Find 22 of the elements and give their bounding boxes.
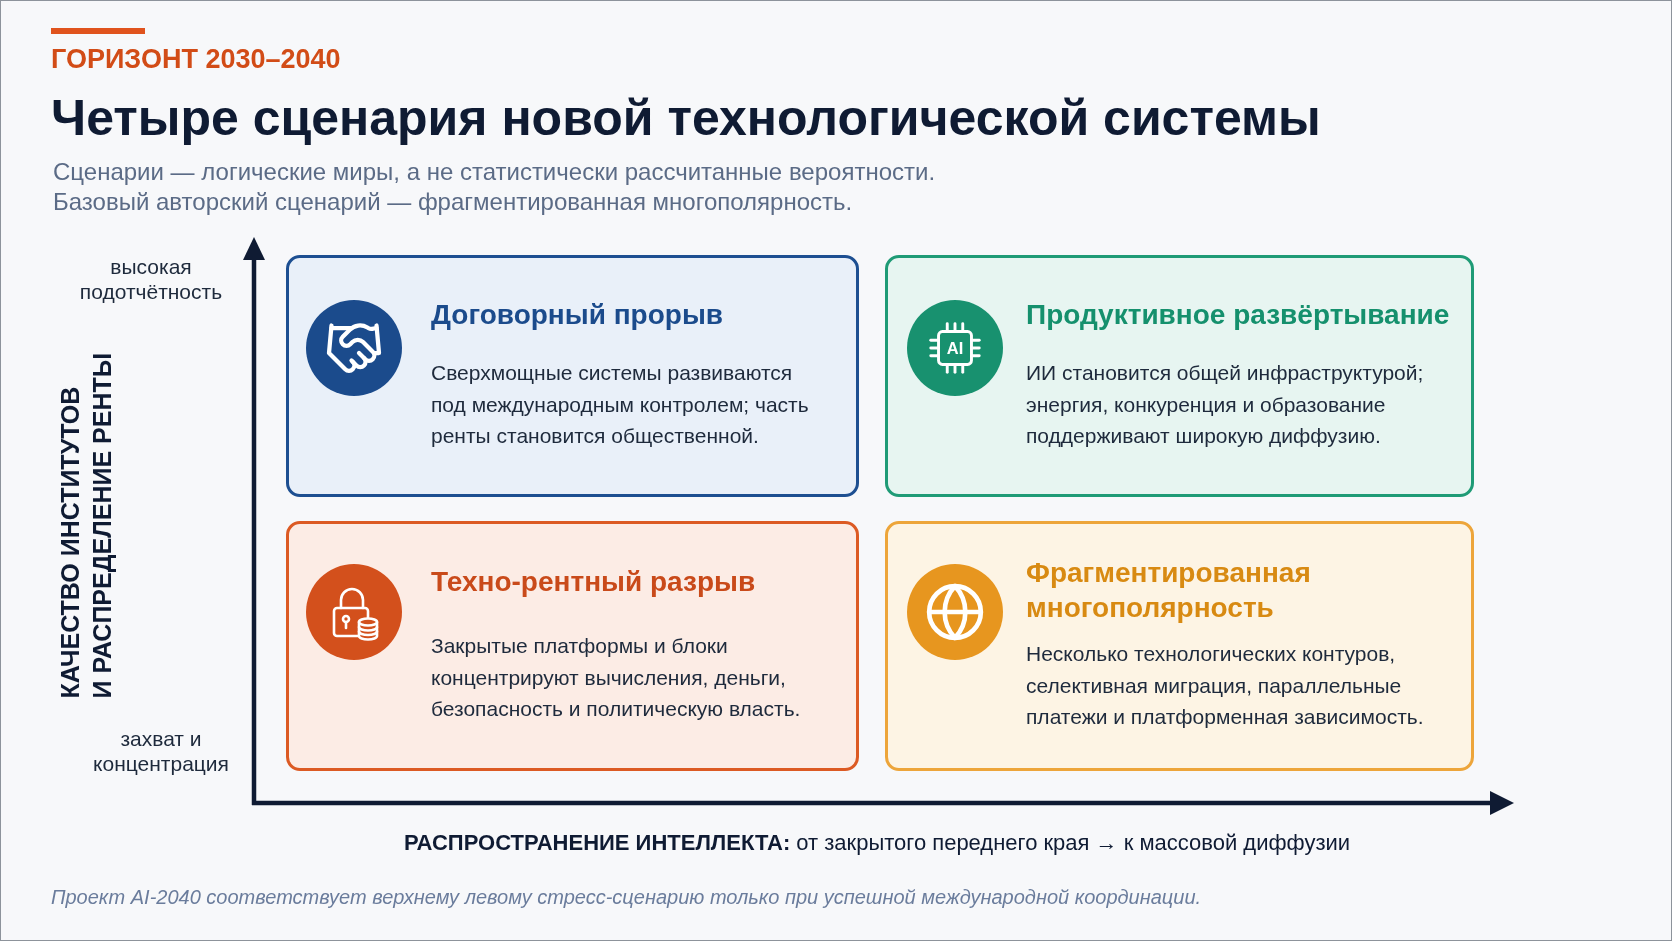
axis-end-label: захват и концентрация: [92, 726, 230, 776]
horizontal-axis-title: РАСПРОСТРАНЕНИЕ ИНТЕЛЛЕКТА: от закрытого переднего края → к массовой диффузии: [403, 829, 1351, 857]
scenario-description: ИИ становится общей инфраструктурой; энергия, конкуренция и образование поддерживают широкую диффузию.: [1026, 360, 1425, 449]
vertical-axis-title: КАЧЕСТВО ИНСТИТУТОВ И РАСПРЕДЕЛЕНИЕ РЕНТЫ: [54, 351, 117, 699]
footnote-text: Проект AI-2040 соответствует верхнему левому стресс-сценарию только при успешной международной координации.: [51, 885, 1202, 910]
axis-end-label: высокая подотчётность: [78, 254, 224, 304]
scenario-title: Фрагментированная многополярность: [1026, 556, 1312, 625]
scenario-card: [885, 255, 1474, 497]
scenario-title: Договорный прорыв: [431, 299, 724, 331]
scenario-description: Закрытые платформы и блоки концентрируют вычисления, деньги, безопасность и политическую власть.: [431, 633, 802, 722]
scenario-card: [286, 255, 859, 497]
scenario-title: Техно-рентный разрыв: [431, 566, 757, 598]
subtitle-text: Базовый авторский сценарий — фрагментированная многополярность.: [53, 187, 853, 217]
chip-icon: AI: [907, 300, 1003, 396]
scenario-description: Несколько технологических контуров, селективная миграция, параллельные платежи и платформенная зависимость.: [1026, 641, 1425, 730]
subtitle-text: Сценарии — логические миры, а не статистически рассчитанные вероятности.: [53, 157, 936, 187]
scenario-card: [286, 521, 859, 771]
scenario-description: Сверхмощные системы развиваются под международным контролем; часть ренты становится общественной.: [431, 360, 810, 449]
scenario-card: [885, 521, 1474, 771]
kicker-heading: ГОРИЗОНТ 2030–2040: [51, 43, 341, 75]
page-title: Четыре сценария новой технологической системы: [51, 89, 1321, 147]
scenario-title: Продуктивное развёртывание: [1026, 299, 1451, 331]
